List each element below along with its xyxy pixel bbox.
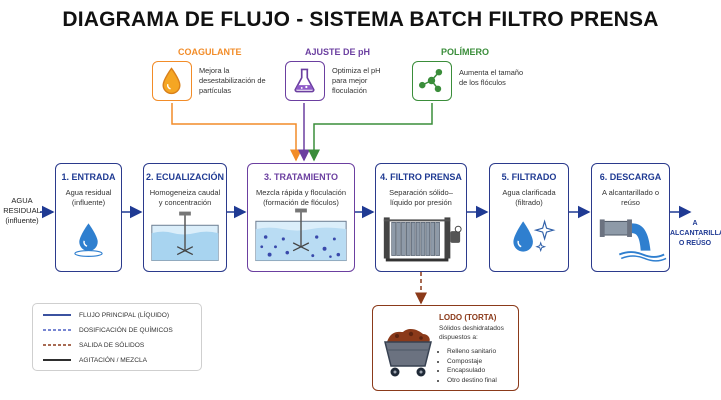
step-filtrado: 5. FILTRADO Agua clarificada (filtrado) [489, 163, 569, 272]
legend: FLUJO PRINCIPAL (LÍQUIDO) DOSIFICACIÓN D… [32, 303, 202, 371]
step-title: 4. FILTRO PRENSA [380, 172, 462, 182]
coagulant-title: COAGULANTE [178, 47, 242, 57]
ph-box [285, 61, 325, 101]
polymer-feed-line [308, 103, 433, 162]
water-drop-icon [74, 223, 103, 257]
legend-item: AGITACIÓN / MEZCLA [43, 355, 147, 365]
sludge-title: LODO (TORTA) [439, 313, 497, 322]
step-desc: Agua clarificada (filtrado) [502, 188, 556, 207]
legend-label: DOSIFICACIÓN DE QUÍMICOS [79, 326, 173, 334]
flocculation-tank-icon [255, 208, 347, 262]
sludge-destinations: Relleno sanitario Compostaje Encapsulado… [439, 347, 497, 385]
inlet-label: AGUA RESIDUAL (influente) [3, 196, 41, 225]
legend-swatch [43, 344, 71, 346]
step-desc: Homogeneiza caudal y concentración [149, 188, 221, 207]
filter-press-icon [383, 217, 462, 262]
drop-icon [162, 67, 181, 95]
coagulant-feed-line [171, 103, 302, 162]
sludge-cart-icon [384, 328, 432, 377]
flask-icon [294, 68, 315, 93]
sludge-desc: Sólidos deshidratados dispuestos a: [439, 325, 504, 341]
step-title: 2. ECUALIZACIÓN [145, 172, 224, 182]
legend-label: SALIDA DE SÓLIDOS [79, 341, 145, 349]
molecule-icon [419, 68, 443, 93]
legend-label: FLUJO PRINCIPAL (LÍQUIDO) [79, 311, 170, 319]
polymer-desc: Aumenta el tamaño de los flóculos [459, 68, 524, 87]
list-item: Otro destino final [447, 376, 497, 386]
list-item: Compostaje [447, 357, 497, 367]
step-title: 3. TRATAMIENTO [264, 172, 338, 182]
step-tratamiento: 3. TRATAMIENTO Mezcla rápida y floculaci… [247, 163, 355, 272]
coagulant-box [152, 61, 192, 101]
step-title: 1. ENTRADA [61, 172, 116, 182]
step-desc: Agua residual (influente) [65, 188, 112, 207]
sludge-box: LODO (TORTA) Sólidos deshidratados dispu… [372, 305, 519, 391]
ph-desc: Optimiza el pH para mejor floculación [332, 66, 381, 95]
legend-swatch [43, 314, 71, 316]
ph-title: AJUSTE DE pH [305, 47, 371, 57]
legend-item: DOSIFICACIÓN DE QUÍMICOS [43, 325, 173, 335]
mixing-tank-icon [151, 211, 219, 261]
page-title: DIAGRAMA DE FLUJO - SISTEMA BATCH FILTRO… [62, 8, 659, 31]
step-ecualizacion: 2. ECUALIZACIÓN Homogeneiza caudal y con… [143, 163, 227, 272]
step-title: 6. DESCARGA [599, 172, 662, 182]
step-desc: Mezcla rápida y floculación (formación d… [255, 188, 347, 207]
step-desc: A alcantarillado o reúso [601, 188, 660, 207]
outlet-label: A ALCANTARILLADO O REÚSO [670, 220, 721, 247]
clean-water-icon [513, 219, 556, 253]
legend-swatch [43, 329, 71, 331]
step-filtro-prensa: 4. FILTRO PRENSA Separación sólido–líqui… [375, 163, 467, 272]
legend-item: SALIDA DE SÓLIDOS [43, 340, 144, 350]
legend-swatch [43, 359, 71, 361]
polymer-title: POLÍMERO [441, 47, 490, 57]
list-item: Relleno sanitario [447, 347, 497, 357]
step-title: 5. FILTRADO [501, 172, 557, 182]
step-descarga: 6. DESCARGA A alcantarillado o reúso [591, 163, 670, 272]
step-entrada: 1. ENTRADA Agua residual (influente) [55, 163, 122, 272]
step-desc: Separación sólido–líquido por presión [389, 188, 453, 207]
coagulant-desc: Mejora la desestabilización de partícula… [199, 66, 266, 95]
polymer-box [412, 61, 452, 101]
legend-item: FLUJO PRINCIPAL (LÍQUIDO) [43, 310, 169, 320]
discharge-pipe-icon [599, 219, 667, 262]
list-item: Encapsulado [447, 366, 497, 376]
legend-label: AGITACIÓN / MEZCLA [79, 356, 148, 364]
